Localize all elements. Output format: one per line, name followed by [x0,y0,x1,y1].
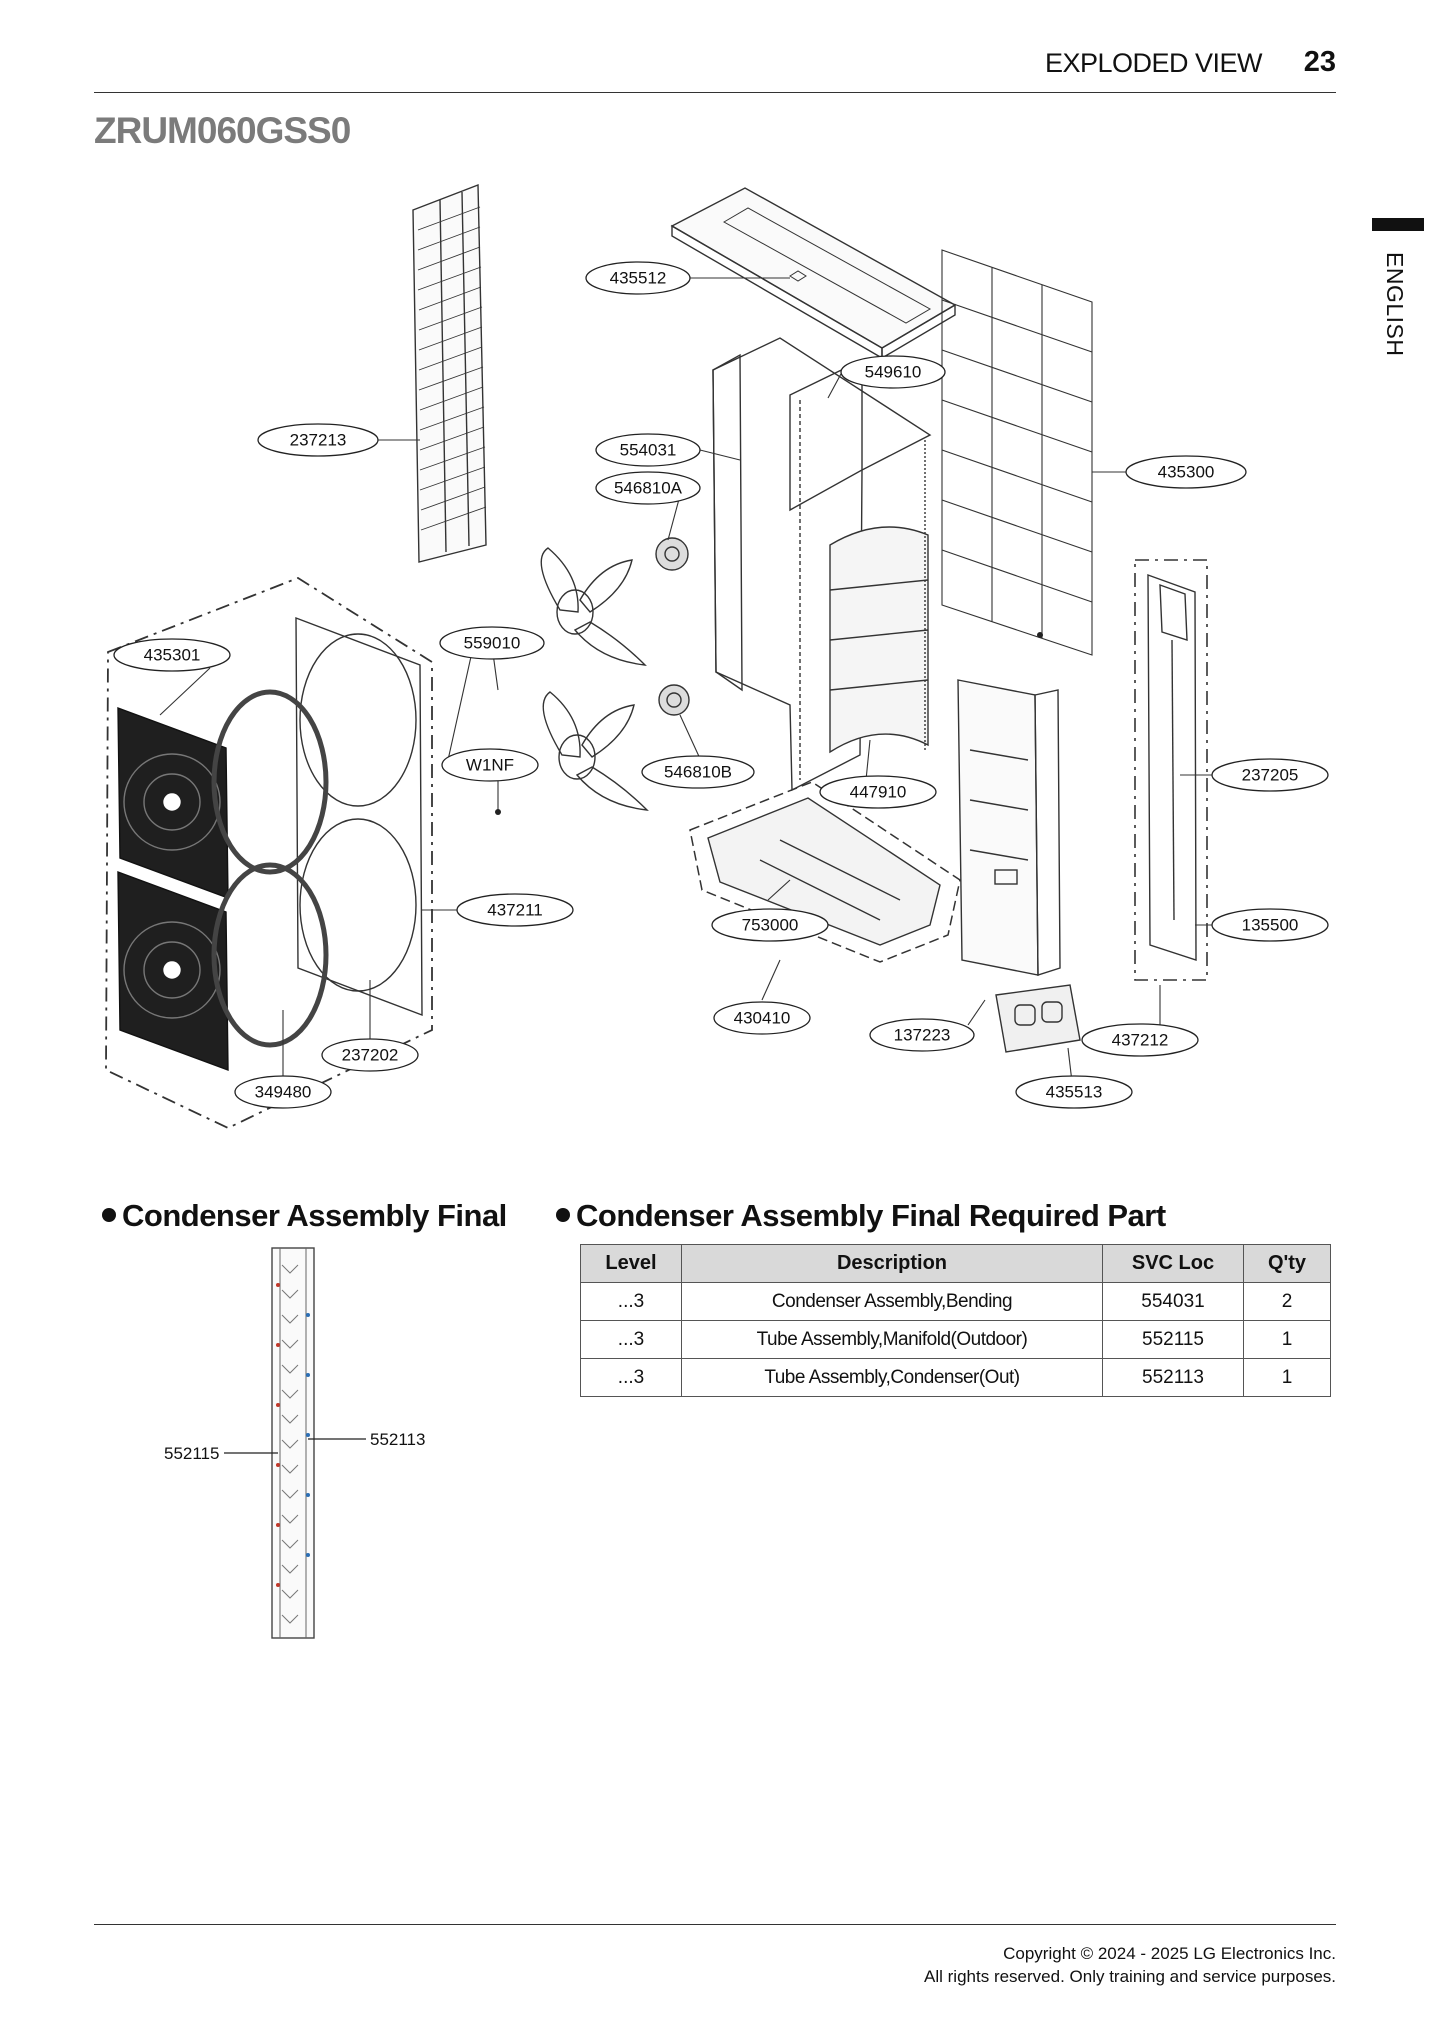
required-parts-table: Level Description SVC Loc Q'ty ...3 Cond… [580,1244,1331,1397]
section-title: EXPLODED VIEW [1044,48,1263,78]
callout-237213: 237213 [290,431,347,450]
callout-753000: 753000 [742,916,799,935]
callout-435301: 435301 [144,646,201,665]
condenser-label-left: 552115 [164,1444,219,1463]
callout-137223: 137223 [894,1026,951,1045]
exploded-view-diagram: 435512 549610 237213 554031 546810A 4353… [105,183,1329,1129]
cell-description: Tube Assembly,Manifold(Outdoor) [681,1320,1103,1359]
leader-lines [159,277,1230,1083]
service-panel-boundary [1134,559,1208,981]
cell-qty: 2 [1243,1282,1331,1321]
condenser-frame [712,337,932,792]
callout-w1nf: W1NF [466,756,514,775]
callout-437212: 437212 [1112,1031,1169,1050]
column-header-description: Description [681,1244,1103,1283]
table-row: ...3 Condenser Assembly,Bending 554031 2 [580,1282,1331,1321]
column-header-qty: Q'ty [1243,1244,1331,1283]
footer: Copyright © 2024 - 2025 LG Electronics I… [924,1942,1336,1988]
callout-447910: 447910 [850,783,907,802]
corner-bracket [995,984,1081,1053]
callout-237205: 237205 [1242,766,1299,785]
cell-qty: 1 [1243,1320,1331,1359]
callout-430410: 430410 [734,1009,791,1028]
page-number: 23 [1303,46,1336,78]
fan-shroud-panel [295,616,423,1017]
cell-description: Tube Assembly,Condenser(Out) [681,1358,1103,1397]
table-header-row: Level Description SVC Loc Q'ty [580,1244,1331,1283]
callout-237202: 237202 [342,1046,399,1065]
cell-level: ...3 [580,1282,682,1321]
cell-description: Condenser Assembly,Bending [681,1282,1103,1321]
orifice-rings [211,689,329,1048]
callout-546810B: 546810B [664,763,732,782]
front-fan-grille-lower [117,870,229,1072]
condenser-assembly-title: Condenser Assembly Final [102,1198,507,1234]
bullet-icon [556,1208,570,1222]
front-assembly-boundary [105,576,433,1129]
cell-level: ...3 [580,1358,682,1397]
bullet-icon [102,1208,116,1222]
callout-554031: 554031 [620,441,677,460]
side-grille-panel [412,183,487,563]
service-panel [1147,574,1197,961]
rear-wire-guard [941,249,1093,656]
callout-435513: 435513 [1046,1083,1103,1102]
footer-divider [94,1924,1336,1925]
callout-349480: 349480 [255,1083,312,1102]
callout-546810A: 546810A [614,479,683,498]
callout-559010: 559010 [464,634,521,653]
condenser-label-right: 552113 [370,1430,425,1449]
language-tab-marker [1372,218,1424,231]
callout-135500: 135500 [1242,916,1299,935]
callout-437211: 437211 [487,901,542,920]
fan-motor-upper [655,537,689,571]
front-fan-grille-upper [117,706,229,900]
column-header-level: Level [580,1244,682,1283]
cell-svc-loc: 554031 [1102,1282,1244,1321]
propeller-fan-upper [540,547,647,666]
column-header-svc-loc: SVC Loc [1102,1244,1244,1283]
copyright-line: Copyright © 2024 - 2025 LG Electronics I… [1003,1944,1336,1963]
callout-549610: 549610 [865,363,922,382]
required-parts-title: Condenser Assembly Final Required Part [556,1198,1166,1234]
callout-435512: 435512 [610,269,667,288]
cell-svc-loc: 552113 [1102,1358,1244,1397]
cell-svc-loc: 552115 [1102,1320,1244,1359]
top-panel [670,187,957,360]
cell-qty: 1 [1243,1358,1331,1397]
base-pan [689,781,961,963]
fan-motor-lower [658,684,690,716]
callout-435300: 435300 [1158,463,1215,482]
front-right-panel [957,679,1061,976]
cell-level: ...3 [580,1320,682,1359]
condenser-assembly-drawing: 552115 552113 [164,1247,425,1639]
table-row: ...3 Tube Assembly,Manifold(Outdoor) 552… [580,1320,1331,1359]
rights-line: All rights reserved. Only training and s… [924,1967,1336,1986]
header-divider [94,92,1336,93]
propeller-fan-lower [542,691,649,811]
table-row: ...3 Tube Assembly,Condenser(Out) 552113… [580,1358,1331,1397]
model-number: ZRUM060GSS0 [94,110,351,151]
